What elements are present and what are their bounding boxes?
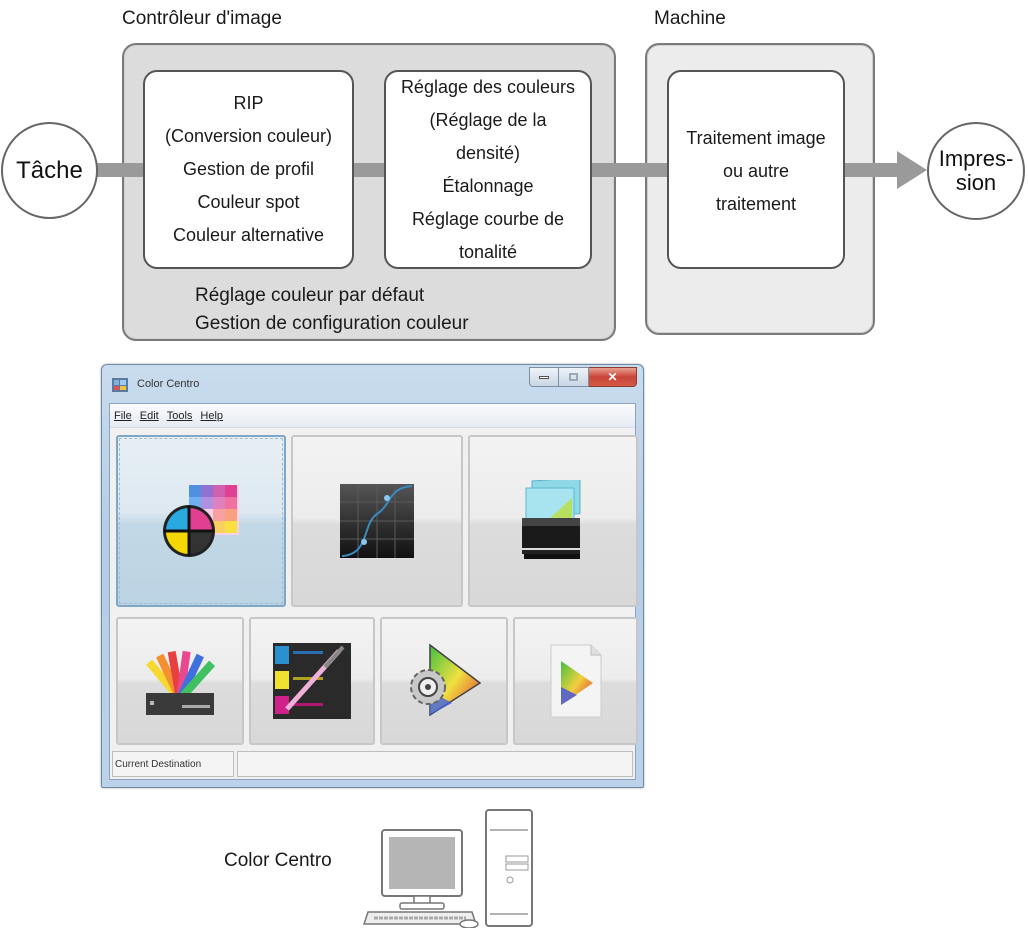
current-destination-label: Current Destination [112, 751, 234, 777]
menu-file[interactable]: File [114, 409, 132, 422]
spot-color-tile[interactable] [116, 617, 244, 745]
color-matching-tile[interactable] [116, 435, 286, 607]
menu-edit[interactable]: Edit [139, 409, 159, 422]
menu-tools[interactable]: Tools [166, 409, 193, 422]
rip-line: (Conversion couleur) [164, 126, 333, 146]
arrow-head-icon [897, 151, 927, 189]
menu-bar: File Edit Tools Help [110, 404, 635, 428]
window-controls: ✕ [529, 367, 637, 387]
controller-label: Contrôleur d'image [122, 8, 282, 29]
tone-curve-tile[interactable] [291, 435, 463, 607]
rip-line: Gestion de profil [182, 159, 315, 179]
color-adjust-box: Réglage des couleurs (Réglage de la dens… [384, 70, 592, 269]
connector-adjust-to-machine-inner [590, 163, 670, 177]
rip-line: Couleur spot [197, 192, 300, 212]
profile-manager-icon [522, 480, 581, 559]
computer-label: Color Centro [224, 850, 332, 871]
color-centro-window: Color Centro ✕ File Edit Tools Help [101, 364, 644, 788]
adjust-line: Réglage des couleurs [400, 76, 576, 97]
menu-help[interactable]: Help [200, 409, 224, 422]
maximize-button[interactable] [559, 367, 589, 387]
controller-notes: Réglage couleur par défaut Gestion de co… [195, 282, 469, 338]
connector-rip-to-adjust-inner [352, 163, 388, 177]
rip-line: Couleur alternative [172, 225, 325, 245]
gamut-settings-icon [410, 643, 482, 717]
machine-label: Machine [654, 8, 726, 29]
gamut-settings-tile[interactable] [380, 617, 508, 745]
current-destination-value [237, 751, 633, 777]
connector-machine-to-print-inner [840, 163, 900, 177]
close-icon: ✕ [607, 370, 618, 384]
machine-line: Traitement image [686, 128, 826, 148]
spot-color-fan-icon [146, 650, 216, 715]
rip-line: RIP [233, 93, 264, 113]
print-node-label-1: Impres- [938, 146, 1014, 171]
color-picker-swatch-icon [273, 643, 351, 719]
rip-box: RIP (Conversion couleur) Gestion de prof… [143, 70, 354, 269]
client-area: File Edit Tools Help [109, 403, 638, 780]
task-node: Tâche [1, 122, 98, 219]
status-bar: Current Destination [112, 751, 633, 777]
print-node: Impres- sion [927, 122, 1025, 220]
color-picker-tile[interactable] [249, 617, 375, 745]
tone-curve-icon [340, 484, 414, 558]
controller-note: Gestion de configuration couleur [195, 313, 469, 334]
adjust-line: Réglage courbe de [411, 208, 565, 229]
print-node-label-2: sion [955, 170, 997, 195]
close-button[interactable]: ✕ [589, 367, 637, 387]
profile-manager-tile[interactable] [468, 435, 638, 607]
machine-process-box: Traitement image ou autre traitement [667, 70, 845, 269]
task-node-label: Tâche [16, 156, 83, 184]
maximize-icon [569, 373, 578, 381]
adjust-line: (Réglage de la [429, 109, 547, 130]
computer-icon [362, 809, 533, 928]
machine-line: traitement [715, 194, 797, 214]
adjust-line: tonalité [458, 241, 518, 262]
profile-document-tile[interactable] [513, 617, 638, 745]
title-bar[interactable]: Color Centro ✕ [102, 365, 643, 403]
window-title: Color Centro [137, 378, 200, 390]
adjust-line: Étalonnage [442, 175, 534, 196]
minimize-icon [539, 375, 549, 379]
app-icon [112, 378, 128, 392]
machine-line: ou autre [722, 161, 790, 181]
profile-document-icon [550, 644, 601, 718]
color-matching-icon [163, 485, 239, 557]
minimize-button[interactable] [529, 367, 559, 387]
adjust-line: densité) [455, 142, 521, 163]
connector-task-to-rip-inner [96, 163, 146, 177]
controller-note: Réglage couleur par défaut [195, 285, 425, 306]
